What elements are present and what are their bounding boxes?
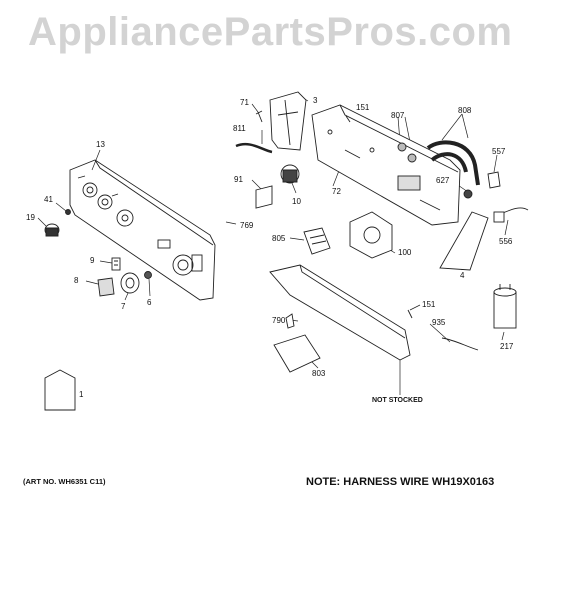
callout-627: 627 bbox=[436, 176, 450, 185]
switch-10-part bbox=[280, 164, 300, 184]
callout-3: 3 bbox=[313, 96, 318, 105]
callout-556: 556 bbox=[499, 237, 513, 246]
callout-100: 100 bbox=[398, 248, 412, 257]
callout-808: 808 bbox=[458, 106, 472, 115]
callout-790: 790 bbox=[272, 316, 286, 325]
callout-935: 935 bbox=[432, 318, 446, 327]
backsplash-72-part bbox=[311, 104, 461, 226]
screw-151-upper bbox=[345, 115, 351, 123]
knob-19-part bbox=[44, 223, 60, 237]
plug-556-part bbox=[493, 211, 505, 223]
callout-803: 803 bbox=[312, 369, 326, 378]
bracket-3-part bbox=[269, 91, 307, 151]
callout-1: 1 bbox=[79, 390, 84, 399]
hoses-808-part bbox=[397, 140, 480, 186]
art-number: (ART NO. WH6351 C11) bbox=[23, 477, 106, 486]
callout-769: 769 bbox=[240, 221, 254, 230]
bracket-4-part bbox=[439, 211, 489, 271]
callout-6: 6 bbox=[147, 298, 152, 307]
callout-151-lower: 151 bbox=[422, 300, 436, 309]
callout-91: 91 bbox=[234, 175, 243, 184]
callout-4: 4 bbox=[460, 271, 465, 280]
screw-71-part bbox=[255, 110, 263, 123]
callout-10: 10 bbox=[292, 197, 301, 206]
lower-support-part bbox=[269, 264, 411, 361]
callout-9: 9 bbox=[90, 256, 95, 265]
callout-41: 41 bbox=[44, 195, 53, 204]
capacitor-217-part bbox=[493, 284, 517, 329]
callout-217: 217 bbox=[500, 342, 514, 351]
clip-790-part bbox=[285, 313, 295, 329]
control-panel-part bbox=[69, 159, 216, 301]
timer-100-part bbox=[349, 211, 393, 259]
harness-note: NOTE: HARNESS WIRE WH19X0163 bbox=[306, 476, 495, 488]
callout-7: 7 bbox=[121, 302, 126, 311]
callout-557: 557 bbox=[492, 147, 506, 156]
not-stocked-label: NOT STOCKED bbox=[372, 397, 423, 404]
watermark-text: AppliancePartsPros.com bbox=[28, 10, 513, 54]
switch-805-part bbox=[303, 227, 331, 255]
knob-parts-group bbox=[97, 257, 152, 297]
wire-935-part bbox=[441, 337, 479, 351]
callout-151-upper: 151 bbox=[356, 103, 370, 112]
part-627 bbox=[463, 189, 473, 199]
callout-71: 71 bbox=[240, 98, 249, 107]
callout-72: 72 bbox=[332, 187, 341, 196]
hose-811-part bbox=[235, 142, 273, 154]
callout-8: 8 bbox=[74, 276, 79, 285]
callout-19: 19 bbox=[26, 213, 35, 222]
connector-557-part bbox=[487, 171, 501, 189]
switch-803-part bbox=[273, 334, 321, 373]
sheet-1-part bbox=[44, 369, 76, 411]
callout-811: 811 bbox=[233, 124, 246, 133]
screw-151-lower bbox=[407, 309, 413, 319]
clip-41-part bbox=[65, 209, 71, 215]
callout-13: 13 bbox=[96, 140, 105, 149]
bracket-91-part bbox=[255, 185, 273, 209]
callout-805: 805 bbox=[272, 234, 286, 243]
callout-807: 807 bbox=[391, 111, 405, 120]
